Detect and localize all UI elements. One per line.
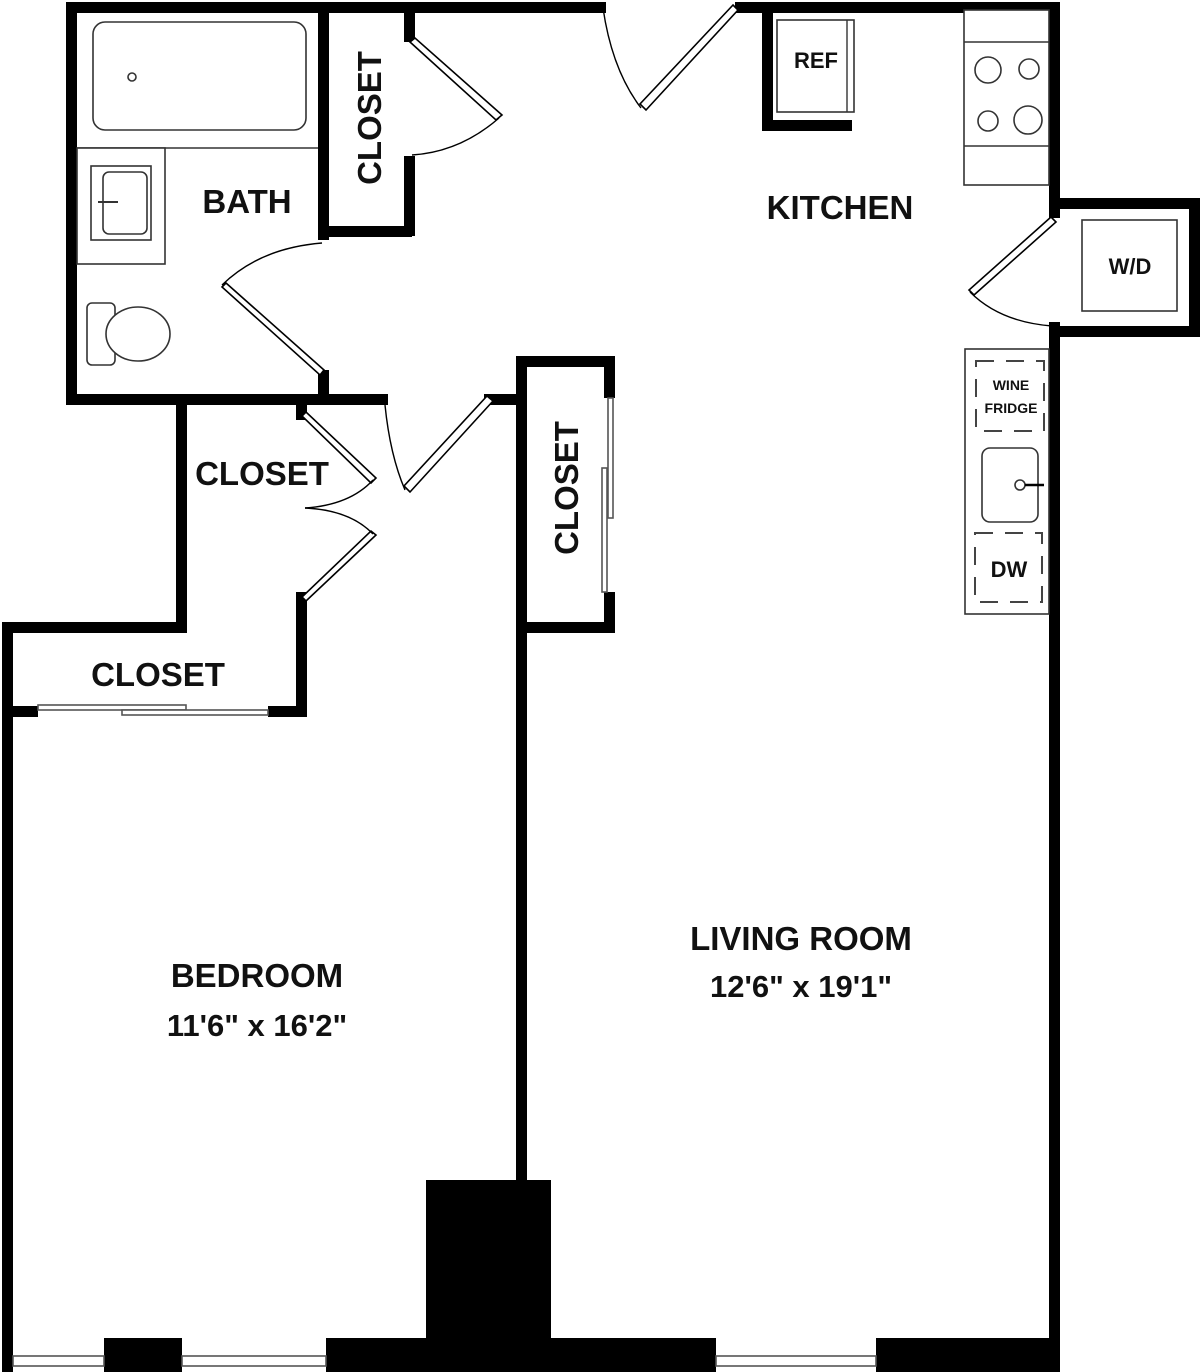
washer-dryer-label: W/D [1109,254,1152,279]
toilet-icon [86,302,171,366]
closet-walkin-label: CLOSET [195,455,329,492]
bedroom-label: BEDROOM [171,957,343,994]
dishwasher-icon [974,532,1043,603]
refrigerator-label: REF [794,48,838,73]
wine-fridge-label-line2: FRIDGE [985,400,1038,416]
kitchen-sink-icon [981,447,1044,523]
closet-reachin-label: CLOSET [91,656,225,693]
bath-label: BATH [202,183,291,220]
wine-fridge-icon [975,360,1045,432]
stove-icon [963,9,1050,186]
wine-fridge-label-line1: WINE [993,377,1030,393]
bedroom-dimensions: 11'6" x 16'2" [167,1008,347,1043]
dishwasher-label: DW [991,557,1028,582]
washer-dryer-icon [1081,219,1178,312]
bathtub-icon [77,21,318,149]
closet-hall-label: CLOSET [351,51,388,185]
doors [220,3,1058,603]
closet-living-label: CLOSET [548,421,585,555]
refrigerator-icon [776,19,855,113]
labels: BATH KITCHEN BEDROOM 11'6" x 16'2" LIVIN… [91,48,1151,1043]
sliding-doors [37,397,614,716]
living-room-label: LIVING ROOM [690,920,912,957]
kitchen-label: KITCHEN [767,189,914,226]
windows [12,1355,877,1367]
bath-sink-icon [76,147,166,265]
living-room-dimensions: 12'6" x 19'1" [710,969,892,1004]
